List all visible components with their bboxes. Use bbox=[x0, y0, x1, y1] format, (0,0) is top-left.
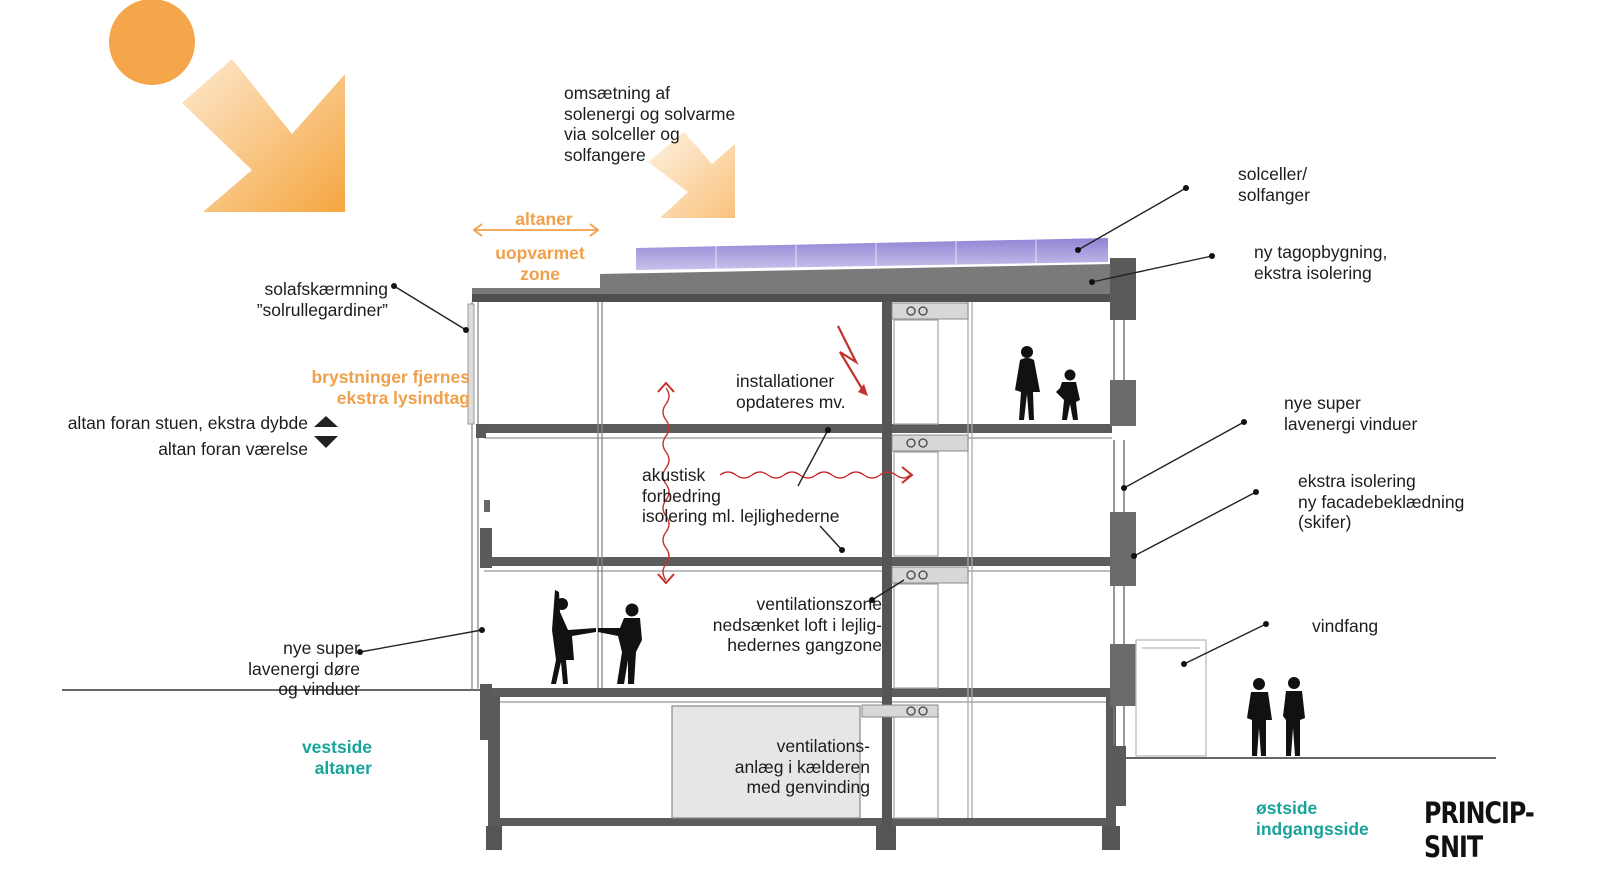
sun-ray-arrow-icon bbox=[182, 59, 345, 212]
label-acoustic: akustisk forbedring isolering ml. lejlig… bbox=[642, 465, 840, 526]
person-silhouette-icon bbox=[598, 603, 642, 684]
label-ventilation-plant: ventilations- anlæg i kælderen med genvi… bbox=[734, 736, 870, 797]
floor-slab bbox=[484, 688, 1112, 697]
ventilation-duct bbox=[891, 434, 969, 452]
facade-panel bbox=[1110, 512, 1136, 586]
label-installations: installationer opdateres mv. bbox=[736, 371, 846, 412]
label-balcony-living: altan foran stuen, ekstra dybde bbox=[67, 413, 308, 433]
label-east-side: østside indgangsside bbox=[1256, 798, 1369, 839]
label-solar-cells: solceller/ solfanger bbox=[1238, 164, 1310, 205]
label-balconies: altaner bbox=[515, 209, 573, 229]
ventilation-duct bbox=[891, 302, 969, 320]
label-balcony-room: altan foran værelse bbox=[158, 439, 308, 459]
vestibule bbox=[1135, 639, 1207, 757]
label-ventilation-zone: ventilationszone nedsænket loft i lejlig… bbox=[712, 594, 882, 655]
person-silhouette-icon bbox=[1283, 677, 1305, 756]
label-new-windows: nye super lavenergi vinduer bbox=[1284, 393, 1418, 434]
ventilation-unit bbox=[671, 705, 861, 819]
sun-ray-arrow-icon bbox=[648, 132, 735, 218]
label-unheated-zone: uopvarmet zone bbox=[495, 243, 585, 284]
label-vestibule: vindfang bbox=[1312, 616, 1379, 636]
core-wall bbox=[882, 302, 892, 842]
label-roof: ny tagopbygning, ekstra isolering bbox=[1254, 242, 1388, 283]
label-sun-shading: solafskærmning ”solrullegardiner” bbox=[256, 279, 388, 320]
ventilation-duct bbox=[861, 704, 939, 718]
label-doors-windows: nye super lavenergi døre og vinduer bbox=[248, 638, 360, 699]
label-parapets: brystninger fjernes ekstra lysindtag bbox=[311, 367, 470, 408]
person-silhouette-icon bbox=[1056, 369, 1080, 420]
roof bbox=[472, 264, 1112, 298]
page-title: PRINCIP-SNIT bbox=[1424, 796, 1535, 864]
label-west-side: vestside altaner bbox=[301, 737, 372, 778]
floor-slab bbox=[494, 818, 1114, 826]
person-silhouette-icon bbox=[1247, 678, 1272, 756]
double-arrow-icon bbox=[314, 416, 338, 427]
solar-panel bbox=[636, 238, 1108, 270]
facade-panel bbox=[1110, 380, 1136, 426]
floor-slab bbox=[484, 557, 1112, 566]
sun-icon bbox=[109, 0, 195, 85]
person-silhouette-icon bbox=[1015, 346, 1040, 420]
person-silhouette-icon bbox=[551, 590, 596, 684]
red-zigzag-arrow-icon bbox=[837, 325, 865, 393]
floor-slab bbox=[484, 424, 1112, 433]
facade-panel bbox=[1110, 644, 1136, 706]
label-facade: ekstra isolering ny facadebeklædning (sk… bbox=[1298, 471, 1465, 532]
label-solar-conversion: omsætning af solenergi og solvarme via s… bbox=[564, 83, 736, 165]
